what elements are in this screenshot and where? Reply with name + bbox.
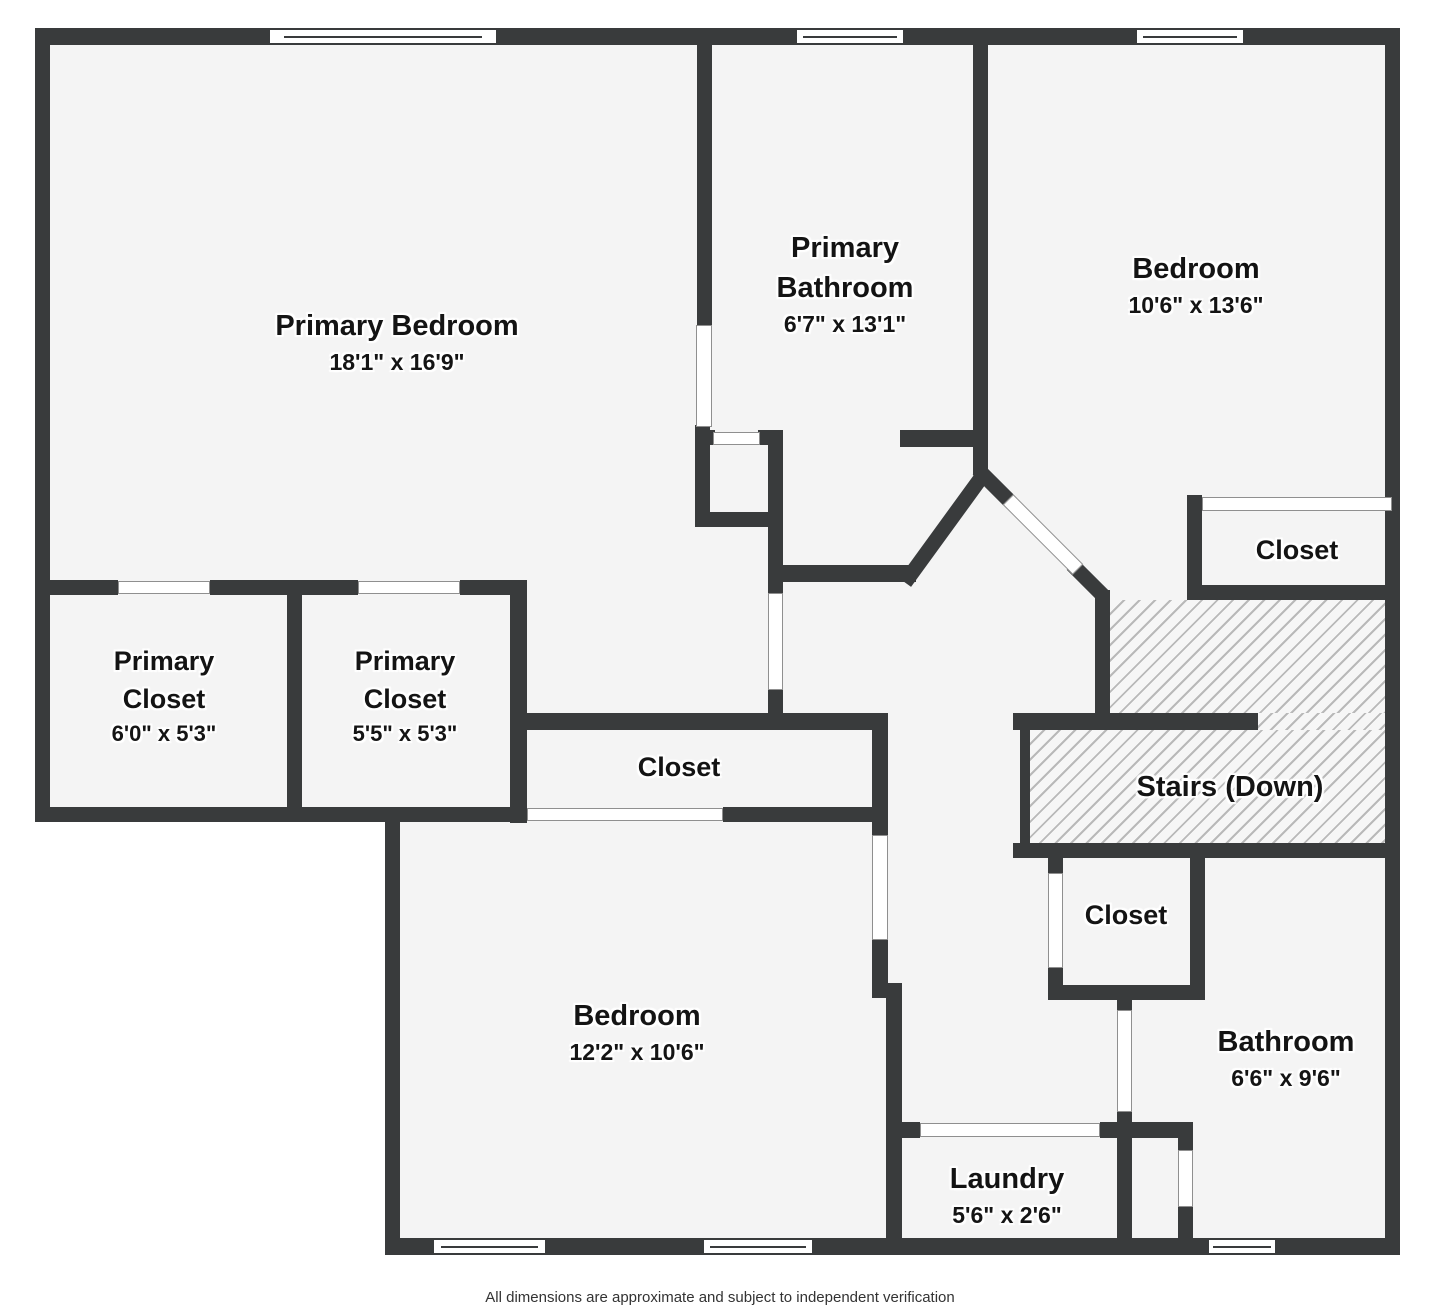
room-label-stairs: Stairs (Down) [1137, 767, 1324, 807]
wall [1187, 585, 1400, 600]
wall [510, 580, 527, 823]
door-opening [358, 581, 460, 594]
stairs-hatch [1030, 730, 1385, 843]
room-name: Closet [637, 752, 721, 782]
room-label-closet-middle: Closet [638, 748, 721, 786]
window [432, 1238, 547, 1255]
wall [1048, 985, 1205, 1000]
wall [1178, 1205, 1193, 1243]
wall [695, 512, 783, 527]
room-name: Stairs (Down) [1136, 771, 1324, 803]
wall [1187, 495, 1202, 600]
room-name: Laundry [949, 1163, 1065, 1195]
room-label-primary-bedroom: Primary Bedroom 18'1" x 16'9" [275, 306, 518, 379]
door-opening [1202, 497, 1392, 511]
room-label-bathroom: Bathroom 6'6" x 9'6" [1218, 1022, 1355, 1095]
door-opening [713, 432, 760, 445]
wall [1190, 858, 1205, 1000]
room-name: Closet [1255, 535, 1339, 565]
door-opening [872, 835, 888, 940]
room-label-closet-lower: Closet [1085, 896, 1168, 934]
door-opening [1048, 873, 1063, 968]
wall [872, 983, 902, 998]
wall [210, 580, 358, 595]
wall [886, 1122, 920, 1138]
room-name: Closet [1084, 900, 1168, 930]
room-dimensions: 18'1" x 16'9" [329, 349, 465, 375]
room-dimensions: 5'6" x 2'6" [952, 1202, 1062, 1228]
disclaimer-text: All dimensions are approximate and subje… [485, 1289, 955, 1306]
room-label-bedroom-bottom: Bedroom 12'2" x 10'6" [569, 996, 704, 1069]
room-name: Primary Closet [113, 646, 215, 714]
wall [872, 938, 888, 990]
wall [1020, 728, 1030, 845]
room-name: Bedroom [573, 1000, 701, 1032]
wall [872, 713, 888, 837]
room-dimensions: 6'0" x 5'3" [111, 721, 217, 746]
window [702, 1238, 814, 1255]
wall [768, 565, 916, 582]
wall [1132, 1122, 1193, 1138]
room-dimensions: 5'5" x 5'3" [352, 721, 458, 746]
wall [695, 430, 715, 445]
wall [35, 28, 50, 822]
door-opening [1178, 1150, 1193, 1207]
wall [385, 807, 400, 1255]
wall [900, 430, 973, 447]
door-opening [920, 1123, 1100, 1137]
wall [1013, 713, 1258, 730]
wall [1117, 1110, 1132, 1240]
wall [695, 425, 710, 527]
room-label-closet-top-right: Closet [1256, 531, 1339, 569]
room-name: Primary Closet [354, 646, 456, 714]
window [1207, 1238, 1277, 1255]
wall [35, 807, 527, 822]
room-name: Primary Bathroom [776, 232, 914, 304]
stairs-hatch [1110, 600, 1385, 713]
door-opening [768, 593, 783, 690]
window [795, 28, 905, 45]
wall [510, 713, 878, 730]
wall [385, 1238, 1400, 1255]
room-dimensions: 10'6" x 13'6" [1128, 292, 1264, 318]
wall [723, 807, 878, 822]
door-opening [118, 581, 210, 594]
room-name: Bathroom [1217, 1026, 1355, 1058]
room-name: Bedroom [1132, 253, 1260, 285]
stairs-hatch [1258, 713, 1385, 730]
window [268, 28, 498, 45]
door-opening [527, 808, 723, 821]
wall [697, 28, 712, 325]
room-dimensions: 12'2" x 10'6" [569, 1039, 705, 1065]
outside-area [35, 822, 385, 1262]
wall [1178, 1122, 1193, 1152]
room-dimensions: 6'7" x 13'1" [783, 311, 907, 337]
door-opening [1117, 1010, 1132, 1112]
wall [1095, 590, 1110, 715]
room-label-primary-closet-1: Primary Closet 6'0" x 5'3" [69, 642, 259, 749]
wall [1048, 858, 1063, 875]
room-name: Primary Bedroom [275, 310, 519, 342]
window [1135, 28, 1245, 45]
door-opening [696, 325, 712, 427]
room-label-bedroom-top: Bedroom 10'6" x 13'6" [1128, 249, 1263, 322]
wall [1117, 998, 1132, 1012]
wall [973, 28, 988, 475]
wall [287, 580, 302, 822]
wall [35, 580, 118, 595]
wall [886, 996, 902, 1240]
wall [1385, 28, 1400, 1255]
room-dimensions: 6'6" x 9'6" [1231, 1065, 1341, 1091]
room-label-primary-closet-2: Primary Closet 5'5" x 5'3" [310, 642, 500, 749]
room-label-primary-bathroom: Primary Bathroom 6'7" x 13'1" [740, 228, 950, 341]
wall [1013, 843, 1400, 858]
room-label-laundry: Laundry 5'6" x 2'6" [950, 1159, 1064, 1232]
